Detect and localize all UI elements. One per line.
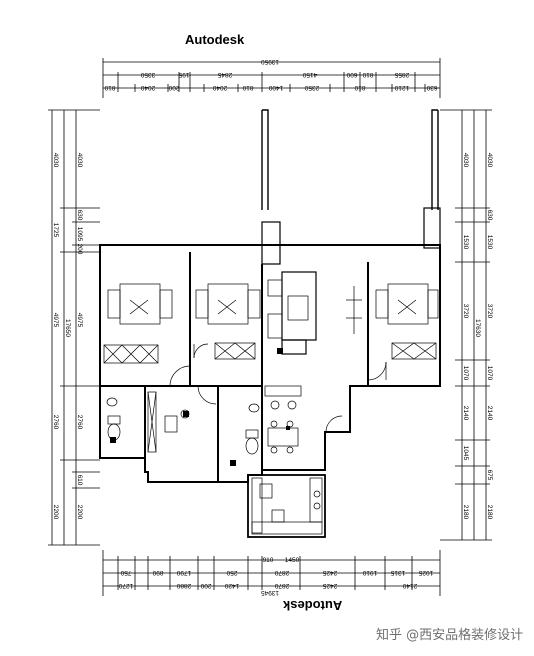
dim-top: 810 — [362, 71, 373, 78]
right-dimension-labels: 17630 4030 1530 3720 1070 2140 1045 2180… — [462, 153, 493, 520]
fixture-marks — [110, 348, 290, 466]
dim-right: 3720 — [462, 304, 469, 319]
dim-bottom: 1450 — [285, 557, 300, 564]
dim-bottom: 2870 — [274, 569, 289, 576]
dim-right: 4030 — [486, 153, 493, 168]
dim-left: 4975 — [76, 313, 83, 328]
dim-top: 630 — [426, 84, 437, 91]
dim-bottom: 2870 — [274, 582, 289, 589]
dim-right: 2140 — [462, 406, 469, 421]
sink-icon — [106, 397, 118, 407]
dim-bottom: 1025 — [418, 569, 433, 576]
bottom-dimension-lines — [102, 550, 441, 596]
door-swings — [169, 343, 387, 433]
dim-right: 1045 — [462, 446, 469, 461]
dim-left: 2200 — [52, 505, 59, 520]
wardrobe-icon — [103, 344, 159, 364]
toilet-icon — [107, 415, 121, 441]
dim-bottom: 750 — [120, 569, 131, 576]
dim-bottom: 2140 — [402, 582, 417, 589]
dim-right: 630 — [486, 210, 493, 221]
dim-right: 1530 — [486, 235, 493, 250]
dim-left: 610 — [76, 475, 83, 486]
right-dimension-lines — [440, 109, 492, 541]
dim-top: 2855 — [394, 71, 409, 78]
dim-bottom: 1315 — [390, 569, 405, 576]
dim-bottom: 2425 — [322, 582, 337, 589]
dim-bottom: 200 — [200, 582, 211, 589]
wardrobe-icon — [214, 342, 256, 360]
dim-bottom: 250 — [226, 569, 237, 576]
dim-right: 1530 — [462, 235, 469, 250]
dim-bottom: 1270 — [118, 582, 133, 589]
bottom-dimension-labels: 13945 910 1450 750 890 1790 250 2870 242… — [118, 557, 433, 596]
dim-left: 4975 — [52, 313, 59, 328]
dim-bottom: 910 — [263, 557, 274, 564]
dim-top: 2845 — [217, 71, 232, 78]
dim-top: 1210 — [394, 84, 409, 91]
dim-top: 2040 — [140, 84, 155, 91]
dim-left: 630 — [76, 210, 83, 221]
dim-left: 1725 — [52, 223, 59, 238]
dim-top: 2040 — [212, 84, 227, 91]
dim-bottom-total: 13945 — [261, 589, 279, 596]
dim-left: 200 — [76, 244, 83, 255]
dim-top: 2350 — [304, 84, 319, 91]
tv-cabinet-icon — [346, 286, 362, 334]
left-dimension-labels: 17650 4030 1725 4975 2760 2200 4030 630 … — [52, 153, 83, 520]
dim-left: 2760 — [52, 415, 59, 430]
left-dimension-lines — [48, 109, 100, 546]
toilet-icon — [245, 429, 259, 455]
dim-top: 810 — [242, 84, 253, 91]
dim-right: 1070 — [486, 366, 493, 381]
dim-right: 2140 — [486, 406, 493, 421]
dim-top: 810 — [104, 84, 115, 91]
dim-top: 600 — [346, 71, 357, 78]
dim-left-total: 17650 — [64, 319, 71, 337]
dim-right: 1070 — [462, 366, 469, 381]
kitchen-counter-icon — [251, 477, 323, 535]
dim-top: 810 — [354, 84, 365, 91]
walls — [99, 109, 441, 538]
dim-right-total: 17630 — [474, 319, 481, 337]
dim-right: 675 — [486, 470, 493, 481]
dim-right: 3720 — [486, 304, 493, 319]
top-dimension-labels: 13950 3350 195 2845 4150 600 810 2855 81… — [104, 58, 437, 91]
dim-top: 195 — [178, 71, 189, 78]
dim-bottom: 2425 — [322, 569, 337, 576]
sink-icon — [248, 403, 260, 413]
wardrobe-icon — [391, 342, 437, 360]
top-dimension-lines — [102, 58, 441, 98]
dim-left: 2200 — [76, 505, 83, 520]
bed-icon — [195, 283, 261, 325]
dim-bottom: 890 — [152, 569, 163, 576]
dining-table-icon — [264, 385, 302, 454]
dim-left: 2760 — [76, 415, 83, 430]
dim-bottom: 1420 — [224, 582, 239, 589]
furniture — [103, 271, 439, 535]
bed-icon — [375, 283, 439, 325]
dim-right: 4030 — [462, 153, 469, 168]
dim-top: 1400 — [268, 84, 283, 91]
dim-left: 4030 — [76, 153, 83, 168]
drawing-title-top: Autodesk — [185, 32, 245, 47]
dim-top: 200 — [168, 84, 179, 91]
dim-left: 1095 — [76, 227, 83, 242]
dim-top-total: 13950 — [261, 58, 279, 65]
bed-icon — [107, 283, 173, 325]
sofa-icon — [267, 271, 317, 355]
dim-bottom: 2880 — [176, 582, 191, 589]
dim-right: 2180 — [462, 505, 469, 520]
wardrobe-icon — [147, 391, 157, 453]
dim-bottom: 1910 — [362, 569, 377, 576]
dim-top: 4150 — [302, 71, 317, 78]
dim-right: 2180 — [486, 505, 493, 520]
dim-top: 3350 — [140, 71, 155, 78]
dim-bottom: 1790 — [176, 569, 191, 576]
dim-left: 4030 — [52, 153, 59, 168]
watermark: 知乎 @西安品格装修设计 — [376, 628, 524, 643]
